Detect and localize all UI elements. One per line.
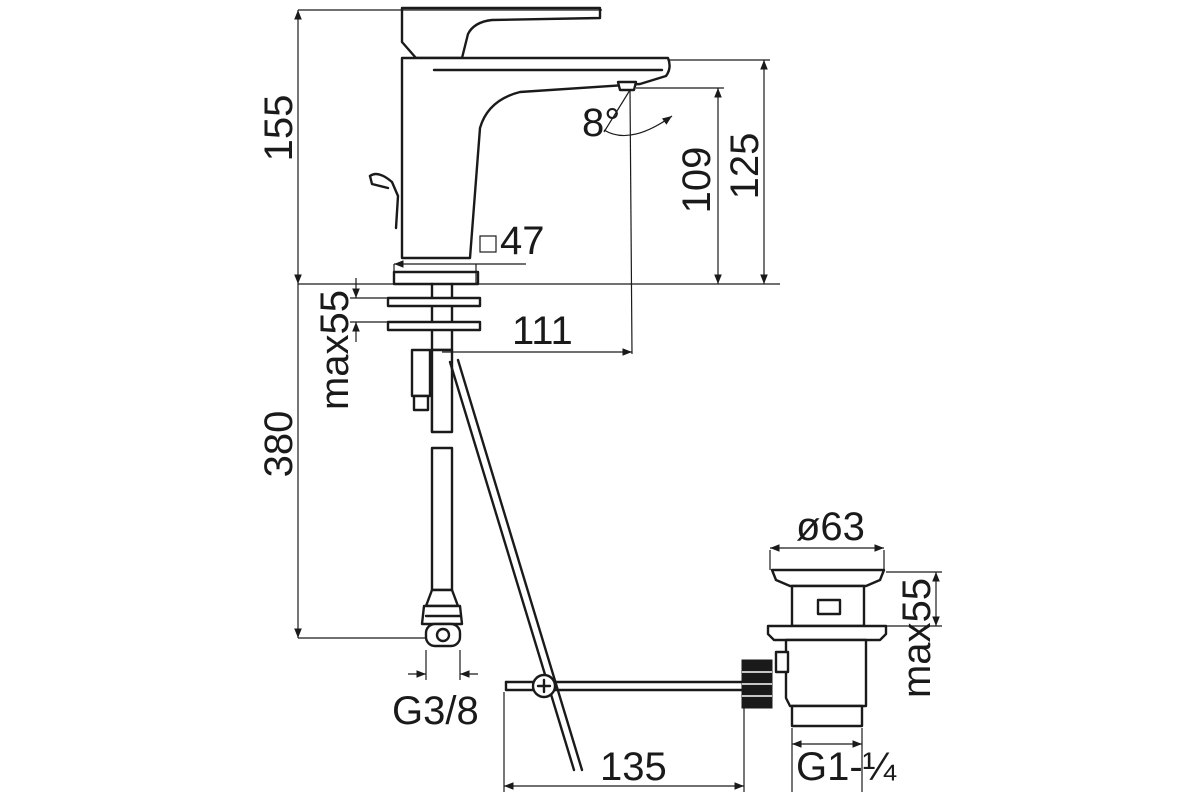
popup-rod: [448, 358, 744, 772]
waste-drain: [741, 568, 888, 728]
dimension-labels: 155 125 109 8° 47 111 max55 380 G3/8 135…: [257, 95, 939, 789]
label-total-height: 155: [257, 95, 301, 162]
drain-slot: [816, 598, 842, 616]
faucet-base: [392, 270, 480, 286]
faucet-body: [400, 56, 671, 260]
drain-cap: [770, 568, 886, 588]
label-hose-length: 380: [257, 411, 301, 478]
label-deck-thickness: max55: [313, 290, 357, 410]
drain-body: [784, 638, 868, 708]
label-projection: 111: [512, 309, 573, 353]
aerator: [616, 80, 638, 92]
label-base-size: 47: [500, 219, 545, 263]
label-rod-length: 135: [600, 745, 667, 789]
washer-top: [386, 296, 482, 308]
hose-connector: [424, 588, 460, 608]
mounting-assembly: [386, 282, 482, 648]
label-waste-deck-thickness: max55: [895, 578, 939, 698]
label-waste-thread: G1-¼: [796, 745, 897, 789]
hose-upper: [430, 348, 454, 434]
faucet-lever: [400, 6, 602, 60]
label-spout-height-inner: 109: [675, 147, 719, 214]
popup-clip: [410, 348, 432, 398]
hose-lower: [430, 446, 454, 592]
washer-bottom: [386, 320, 482, 332]
label-hose-connector: G3/8: [392, 689, 479, 733]
label-waste-diameter: ø63: [796, 505, 865, 549]
faucet: [368, 6, 671, 286]
label-spout-height-outer: 125: [723, 133, 767, 200]
dimension-lines: [294, 9, 942, 792]
popup-pull-rod: [368, 172, 400, 230]
label-spout-angle: 8°: [582, 101, 620, 145]
